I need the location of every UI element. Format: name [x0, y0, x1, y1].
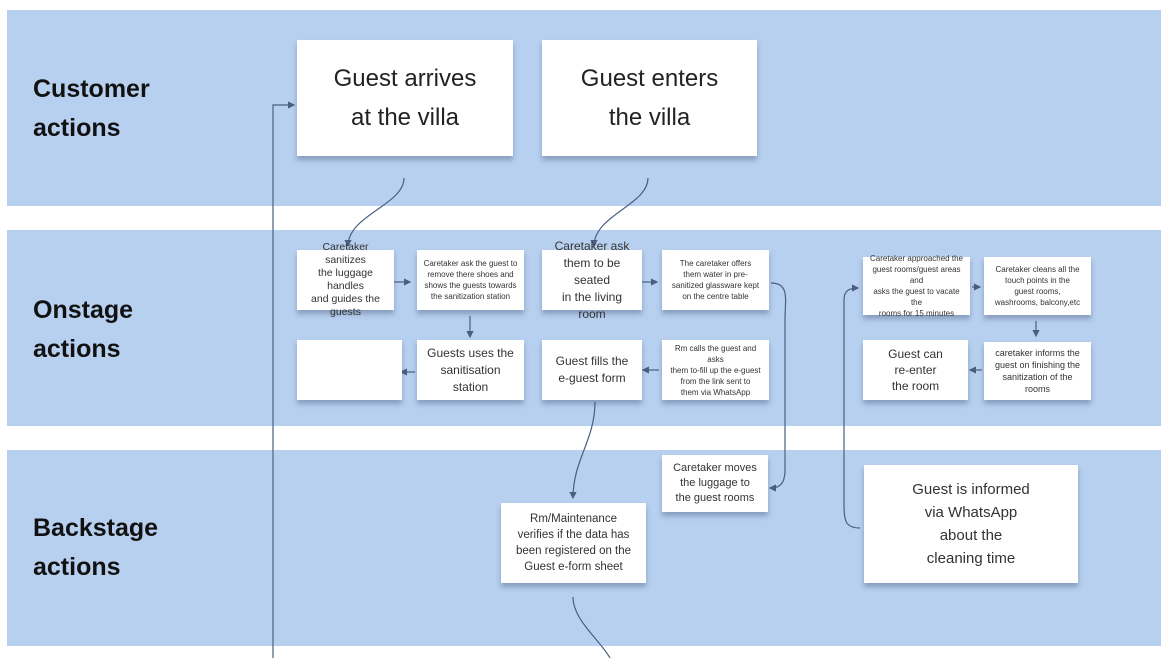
- lane-label-customer: Customer actions: [33, 75, 150, 142]
- card-uses-station: Guests uses the sanitisation station: [417, 340, 524, 400]
- card-approached-rooms: Caretaker approached the guest rooms/gue…: [863, 254, 970, 318]
- card-moves-luggage: Caretaker moves the luggage to the guest…: [662, 455, 768, 512]
- card-remove-shoes: Caretaker ask the guest to remove there …: [417, 250, 524, 310]
- card-rm-verifies: Rm/Maintenance verifies if the data has …: [501, 503, 646, 583]
- card-seated: Caretaker ask them to be seated in the l…: [542, 239, 642, 321]
- card-sanitizes-luggage: Caretaker sanitizes the luggage handles …: [297, 241, 394, 318]
- lane-label-onstage: Onstage actions: [33, 296, 134, 363]
- lane-label-backstage: Backstage actions: [33, 514, 159, 581]
- card-offers-water: The caretaker offers them water in pre- …: [662, 250, 769, 310]
- card-cleans-touch-points: Caretaker cleans all the touch points in…: [984, 257, 1091, 315]
- card-guest-arrives: Guest arrives at the villa: [297, 40, 513, 156]
- card-fills-form: Guest fills the e-guest form: [542, 340, 642, 400]
- card-guests-enters-villa: [297, 340, 402, 400]
- card-reenter-room: Guest can re-enter the room: [863, 340, 968, 400]
- card-rm-calls: Rm calls the guest and asks them to-fill…: [662, 340, 769, 400]
- card-informed-whatsapp: Guest is informed via WhatsApp about the…: [864, 465, 1078, 583]
- card-informs-finishing: caretaker informs the guest on finishing…: [984, 342, 1091, 400]
- card-guest-enters: Guest enters the villa: [542, 40, 757, 156]
